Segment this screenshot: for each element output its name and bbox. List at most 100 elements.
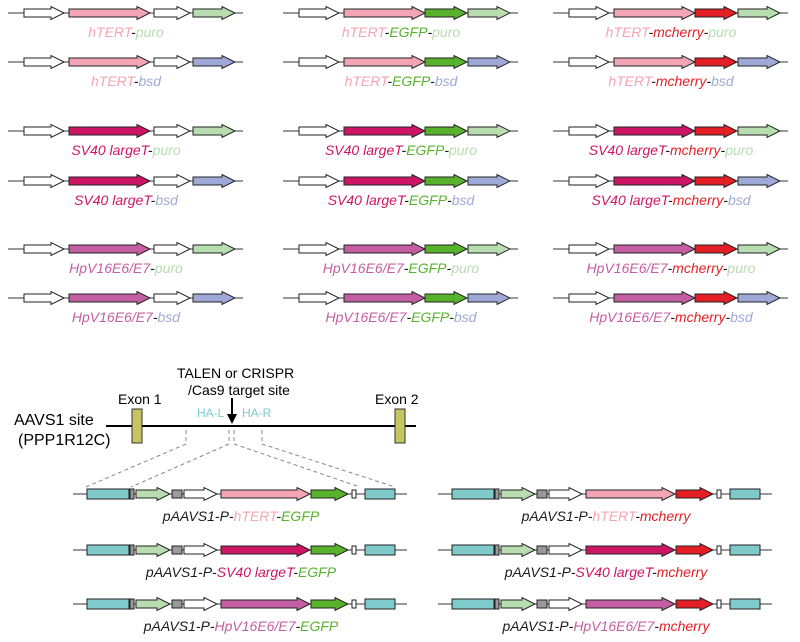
white-arrow-icon bbox=[23, 5, 66, 21]
colored-arrow-icon bbox=[424, 123, 469, 139]
white-arrow-icon bbox=[183, 486, 219, 502]
label-separator: - bbox=[447, 192, 452, 208]
construct-17: HpV16E6/E7-mcherry-bsd bbox=[553, 290, 788, 325]
colored-arrow-icon bbox=[500, 542, 537, 558]
construct-12: HpV16E6/E7-puro bbox=[8, 241, 243, 276]
colored-arrow-icon bbox=[694, 123, 739, 139]
label-part: mcherry bbox=[672, 260, 724, 276]
insulator-element bbox=[351, 489, 357, 499]
colored-arrow-icon bbox=[192, 123, 237, 139]
white-arrow-icon bbox=[568, 173, 611, 189]
pAAVS1-construct-4: pAAVS1-P-HpV16E6/E7-EGFP bbox=[73, 596, 407, 634]
label-part: SV40 largeT bbox=[217, 564, 296, 580]
label-part: mcherry bbox=[640, 508, 692, 524]
label-part: HpV16E6/E7 bbox=[215, 618, 297, 634]
construct-label: SV40 largeT-EGFP-bsd bbox=[328, 192, 476, 208]
exon1-label: Exon 1 bbox=[118, 391, 162, 407]
homology-arm-right bbox=[364, 488, 396, 500]
label-separator: - bbox=[651, 73, 656, 89]
colored-arrow-icon bbox=[343, 173, 427, 189]
label-part: bsd bbox=[454, 309, 478, 325]
colored-arrow-icon bbox=[613, 173, 697, 189]
white-arrow-icon bbox=[548, 596, 584, 612]
label-part: SV40 largeT bbox=[325, 142, 404, 158]
insulator-element bbox=[351, 599, 357, 609]
label-part: EGFP bbox=[281, 508, 320, 524]
homology-arm-right bbox=[364, 598, 396, 610]
construct-label: hTERT-EGFP-bsd bbox=[345, 73, 459, 89]
label-separator: - bbox=[652, 564, 657, 580]
construct-label: SV40 largeT-puro bbox=[71, 142, 180, 158]
colored-arrow-icon bbox=[467, 290, 512, 306]
white-arrow-icon bbox=[23, 123, 66, 139]
pAAVS1-label: pAAVS1-P-SV40 largeT-EGFP bbox=[145, 564, 337, 580]
label-separator: - bbox=[670, 309, 675, 325]
label-part: pAAVS1-P- bbox=[145, 564, 217, 580]
colored-arrow-icon bbox=[467, 54, 512, 70]
label-separator: - bbox=[295, 618, 300, 634]
label-part: bsd bbox=[452, 192, 476, 208]
construct-1: hTERT-EGFP-puro bbox=[283, 5, 518, 40]
label-separator: - bbox=[276, 508, 281, 524]
construct-10: SV40 largeT-EGFP-bsd bbox=[283, 173, 518, 208]
label-part: pAAVS1-P- bbox=[501, 618, 573, 634]
splice-element bbox=[129, 598, 135, 610]
label-part: puro bbox=[448, 142, 477, 158]
construct-label: SV40 largeT-bsd bbox=[74, 192, 179, 208]
colored-arrow-icon bbox=[343, 241, 427, 257]
colored-arrow-icon bbox=[585, 596, 677, 612]
label-part: SV40 largeT bbox=[74, 192, 153, 208]
homology-arm-right bbox=[729, 488, 761, 500]
colored-arrow-icon bbox=[694, 54, 739, 70]
colored-arrow-icon bbox=[613, 54, 697, 70]
homology-arm-left bbox=[451, 598, 495, 610]
pAAVS1-construct-5: pAAVS1-P-HpV16E6/E7-mcherry bbox=[438, 596, 772, 634]
label-separator: - bbox=[668, 260, 673, 276]
label-separator: - bbox=[648, 24, 653, 40]
exon1-box bbox=[131, 408, 143, 444]
white-arrow-icon bbox=[23, 173, 66, 189]
colored-arrow-icon bbox=[192, 241, 237, 257]
label-part: SV40 largeT bbox=[576, 564, 655, 580]
label-separator: - bbox=[654, 618, 659, 634]
label-separator: - bbox=[447, 260, 452, 276]
label-part: SV40 largeT bbox=[71, 142, 150, 158]
label-part: hTERT bbox=[234, 508, 280, 524]
label-part: puro bbox=[726, 260, 755, 276]
pAAVS1-label: pAAVS1-P-hTERT-mcherry bbox=[521, 508, 692, 524]
label-part: puro bbox=[724, 142, 753, 158]
colored-arrow-icon bbox=[585, 486, 677, 502]
label-separator: - bbox=[387, 73, 392, 89]
label-part: mcherry bbox=[659, 618, 711, 634]
colored-arrow-icon bbox=[310, 596, 350, 612]
label-separator: - bbox=[444, 142, 449, 158]
label-part: mcherry bbox=[657, 564, 709, 580]
colored-arrow-icon bbox=[220, 542, 312, 558]
construct-3: hTERT-bsd bbox=[8, 54, 243, 89]
white-arrow-icon bbox=[153, 5, 192, 21]
label-separator: - bbox=[706, 73, 711, 89]
label-part: EGFP bbox=[411, 309, 450, 325]
label-part: SV40 largeT bbox=[589, 142, 668, 158]
white-arrow-icon bbox=[153, 123, 192, 139]
colored-arrow-icon bbox=[343, 54, 427, 70]
label-part: SV40 largeT bbox=[591, 192, 670, 208]
construct-15: HpV16E6/E7-bsd bbox=[8, 290, 243, 325]
label-part: EGFP bbox=[389, 24, 428, 40]
label-part: bsd bbox=[138, 73, 162, 89]
label-part: bsd bbox=[435, 73, 459, 89]
label-part: hTERT bbox=[91, 73, 137, 89]
label-separator: - bbox=[293, 564, 298, 580]
label-part: puro bbox=[450, 260, 479, 276]
label-part: pAAVS1-P- bbox=[504, 564, 576, 580]
homology-arm-left bbox=[86, 488, 130, 500]
exon2-label: Exon 2 bbox=[375, 391, 419, 407]
label-part: mcherry bbox=[670, 142, 722, 158]
colored-arrow-icon bbox=[675, 486, 715, 502]
colored-arrow-icon bbox=[192, 290, 237, 306]
colored-arrow-icon bbox=[192, 54, 237, 70]
white-arrow-icon bbox=[153, 54, 192, 70]
white-arrow-icon bbox=[568, 54, 611, 70]
label-separator: - bbox=[402, 142, 407, 158]
